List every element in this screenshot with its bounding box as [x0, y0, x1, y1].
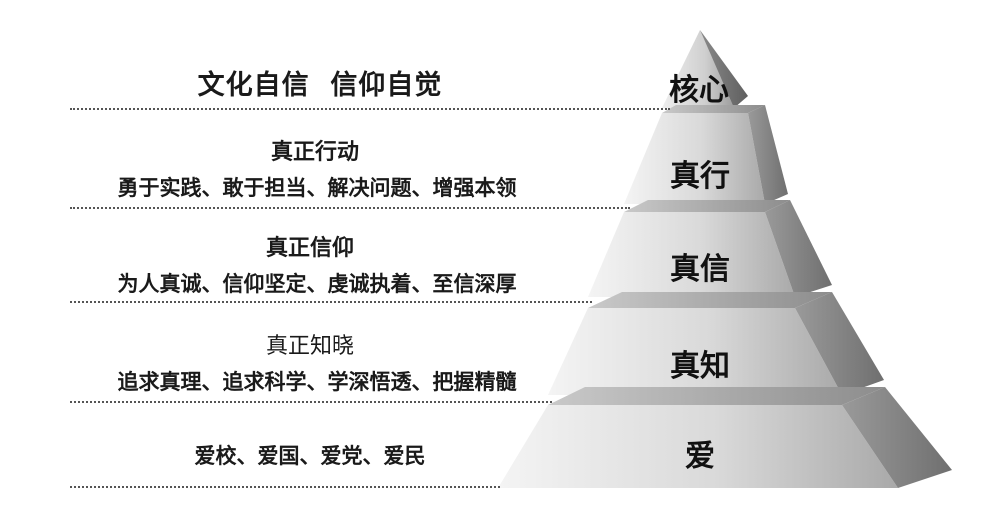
- tier-5-label: 爱: [685, 439, 715, 474]
- tier-5-description: 爱校、爱国、爱党、爱民: [194, 444, 426, 468]
- tier-2-title: 真正行动: [270, 140, 359, 165]
- tier-2-label: 真行: [670, 159, 730, 194]
- tier-5-shape: [498, 387, 952, 488]
- tier-4-description: 追求真理、追求科学、学深悟透、把握精髓: [117, 370, 517, 394]
- tier-apex-shape: [662, 30, 748, 108]
- tier-4-label: 真知: [670, 349, 730, 384]
- tier-2-shape: [624, 105, 788, 204]
- separator-line-2: [70, 207, 630, 209]
- tier-3-label: 真信: [670, 252, 730, 287]
- tier-4-shape: [548, 292, 884, 395]
- separator-line-1: [70, 108, 670, 110]
- separator-line-5: [70, 486, 500, 488]
- separator-line-3: [70, 301, 592, 303]
- tier-3-description: 为人真诚、信仰坚定、虔诚执着、至信深厚: [117, 272, 517, 296]
- tier-2-description: 勇于实践、敢于担当、解决问题、增强本领: [117, 176, 517, 200]
- separator-line-4: [70, 401, 552, 403]
- tier-3-shape: [588, 200, 832, 297]
- tier-4-title: 真正知晓: [265, 334, 354, 359]
- tier-1-title: 文化自信 信仰自觉: [197, 70, 443, 101]
- tier-1-label: 核心: [669, 73, 729, 108]
- tier-3-title: 真正信仰: [265, 236, 354, 261]
